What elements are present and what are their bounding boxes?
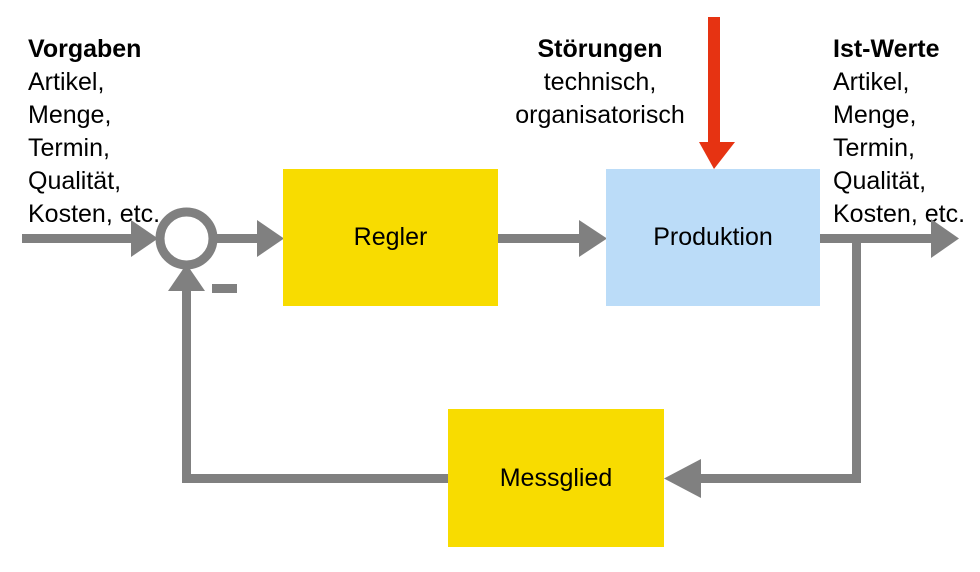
input-label-line-1: Artikel, — [28, 68, 105, 96]
input-label-line-4: Qualität, — [28, 167, 122, 195]
connector-junction-to-regler — [213, 220, 284, 257]
disturbance-label-line-1: technisch, — [543, 68, 657, 96]
output-label-line-4: Qualität, — [833, 167, 927, 195]
input-label-heading: Vorgaben — [28, 35, 142, 63]
block-regler[interactable]: Regler — [283, 169, 498, 306]
output-label-line-5: Kosten, etc. — [833, 200, 966, 228]
block-regler-label: Regler — [353, 223, 428, 251]
disturbance-label-block: Störungen technisch, organisatorisch — [470, 33, 730, 132]
block-messglied-label: Messglied — [499, 463, 613, 492]
output-label-block: Ist-Werte Artikel, Menge, Termin, Qualit… — [833, 33, 965, 231]
input-label-line-2: Menge, — [28, 101, 112, 129]
disturbance-label-line-2: organisatorisch — [515, 101, 685, 129]
summing-junction-circle — [155, 207, 218, 270]
input-label-line-3: Termin, — [28, 134, 110, 162]
feedback-minus-sign — [212, 284, 237, 293]
output-label-line-2: Menge, — [833, 101, 917, 129]
output-label-line-1: Artikel, — [833, 68, 910, 96]
block-produktion-label: Produktion — [653, 223, 773, 251]
connector-regler-to-produktion — [498, 220, 607, 257]
input-label-block: Vorgaben Artikel, Menge, Termin, Qualitä… — [28, 33, 160, 231]
block-messglied[interactable]: Messglied — [448, 409, 664, 547]
block-produktion[interactable]: Produktion — [606, 169, 820, 306]
output-label-heading: Ist-Werte — [833, 35, 940, 63]
disturbance-label-heading: Störungen — [537, 35, 663, 63]
output-label-line-3: Termin, — [833, 134, 915, 162]
input-label-line-5: Kosten, etc. — [28, 200, 161, 228]
